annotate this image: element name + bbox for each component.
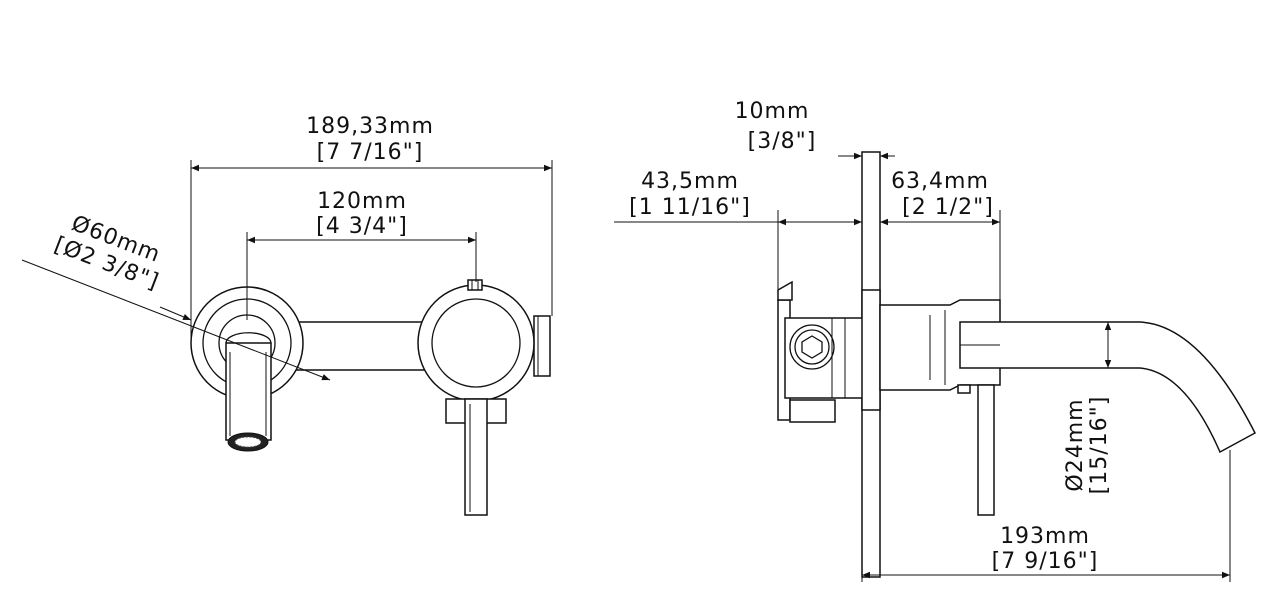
spout-diameter-imperial: [15/16"] (1087, 396, 1112, 495)
center-distance-imperial: [4 3/4"] (316, 214, 408, 239)
connecting-body (295, 321, 427, 371)
overall-width-imperial: [7 7/16"] (317, 140, 424, 165)
body-depth-metric: 43,5mm (641, 169, 739, 194)
spout-diameter-metric: Ø24mm (1063, 398, 1088, 491)
side-view: 10mm [3/8"] 43,5mm [1 11/16"] 63,4mm [2 … (614, 99, 1256, 582)
front-view: 189,33mm [7 7/16"] 120mm [4 3/4"] Ø60mm … (21, 114, 553, 516)
plate-thickness-imperial: [3/8"] (748, 129, 817, 154)
side-lever (977, 384, 995, 516)
body-depth-imperial: [1 11/16"] (629, 195, 751, 220)
spout-projection-metric: 193mm (1000, 524, 1090, 549)
spout-projection-imperial: [7 9/16"] (992, 549, 1099, 574)
center-distance-metric: 120mm (317, 189, 407, 214)
end-cap (533, 315, 551, 377)
in-wall-body (777, 280, 881, 423)
spout-side (959, 321, 1256, 454)
overall-width-metric: 189,33mm (306, 114, 434, 139)
handle-offset-imperial: [2 1/2"] (902, 195, 994, 220)
lever-handle (464, 398, 488, 516)
spout-plate (190, 286, 304, 452)
mixer-plate (417, 279, 535, 516)
plate-thickness-metric: 10mm (735, 99, 810, 124)
handle-offset-metric: 63,4mm (891, 169, 989, 194)
